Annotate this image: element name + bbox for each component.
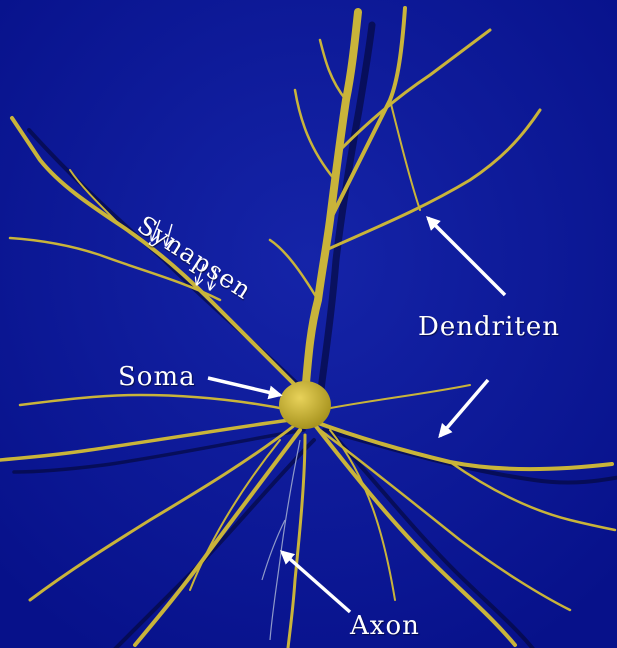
label-dendrites: Dendriten	[418, 312, 560, 342]
label-soma: Soma	[118, 362, 196, 392]
label-axon: Axon	[350, 611, 420, 641]
soma-body	[279, 381, 331, 429]
